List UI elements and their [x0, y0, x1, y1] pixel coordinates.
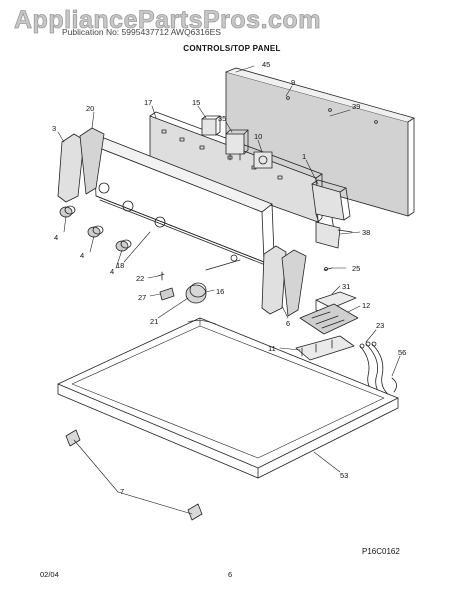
hinge-left — [65, 429, 81, 447]
callout-31: 31 — [342, 282, 350, 291]
callout-11: 11 — [268, 344, 276, 353]
page-title: CONTROLS/TOP PANEL — [183, 44, 281, 53]
top-panel — [57, 317, 399, 479]
callout-9: 9 — [291, 78, 295, 87]
callout-27: 27 — [138, 293, 146, 302]
callout-53: 53 — [340, 471, 348, 480]
callout-3: 3 — [52, 124, 56, 133]
footer-date: 02/04 — [40, 570, 59, 579]
left-end-cap — [57, 127, 105, 203]
hinge-right — [187, 503, 203, 521]
callout-6: 6 — [286, 319, 290, 328]
rear-panel — [225, 67, 415, 217]
knob-left — [59, 205, 76, 218]
callout-39: 39 — [352, 102, 360, 111]
callout-labels: 45 9 39 20 17 15 35 10 1 3 4 4 4 18 38 2… — [52, 60, 406, 496]
callout-15: 15 — [192, 98, 200, 107]
footer-page-number: 6 — [228, 570, 233, 579]
switch-module-15 — [201, 115, 221, 136]
push-button — [159, 287, 175, 301]
callout-22: 22 — [136, 274, 144, 283]
right-end-cap — [261, 245, 307, 317]
knob-right — [115, 239, 132, 252]
callout-21: 21 — [150, 317, 158, 326]
callout-38: 38 — [362, 228, 370, 237]
callout-17: 17 — [144, 98, 152, 107]
callout-23: 23 — [376, 321, 384, 330]
callout-4a: 4 — [54, 233, 58, 242]
publication-model-line: Publication No: 5995437712 AWQ6316ES — [62, 27, 221, 37]
callout-18: 18 — [116, 261, 124, 270]
control-board — [299, 303, 359, 335]
bracket-11 — [295, 335, 355, 361]
callout-4c: 4 — [110, 267, 114, 276]
callout-35: 35 — [218, 114, 226, 123]
callout-56: 56 — [398, 348, 406, 357]
figure-code: P16C0162 — [362, 547, 400, 556]
callout-20: 20 — [86, 104, 94, 113]
timer-knob — [185, 282, 207, 304]
callout-4b: 4 — [80, 251, 84, 260]
callout-1: 1 — [302, 152, 306, 161]
callout-45: 45 — [262, 60, 270, 69]
callout-25: 25 — [352, 264, 360, 273]
bracket-38 — [315, 221, 353, 249]
switch-module-10 — [253, 151, 273, 169]
callout-16: 16 — [216, 287, 224, 296]
rivet-25 — [323, 267, 333, 271]
callout-7: 7 — [120, 487, 124, 496]
callout-10: 10 — [254, 132, 262, 141]
switch-module-35 — [225, 129, 249, 161]
timer-motor — [311, 179, 351, 231]
callout-12: 12 — [362, 301, 370, 310]
watermark-logo: AppliancePartsPros.com — [14, 6, 321, 35]
spring-clip — [157, 271, 165, 281]
knob-middle — [87, 225, 104, 238]
